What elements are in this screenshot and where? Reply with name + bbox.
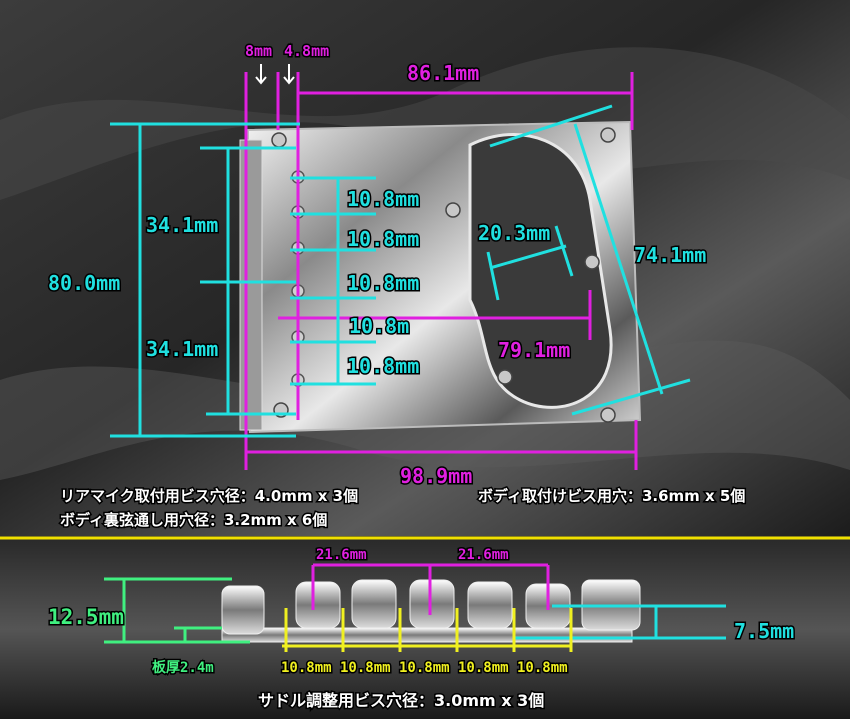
green-dimension-lines [104, 577, 250, 644]
yellow-tick-lines [282, 608, 573, 652]
total-98-9-label: 98.9mm [400, 464, 472, 488]
half-34-1-top-label: 34.1mm [146, 213, 218, 237]
cyan-dimension-lines [110, 104, 726, 640]
body-screw-caption: ボディ取付けビス用穴：3.6mm x 5個 [478, 487, 745, 505]
pitch-label-3: 10.8mm [347, 271, 419, 295]
offset-4-8-label: 4.8mm [284, 42, 329, 60]
pickup-slot [468, 132, 613, 409]
string-through-caption: ボディ裏弦通し用穴径：3.2mm x 6個 [60, 511, 327, 529]
saddle-pitch-4-label: 10.8mm [458, 660, 509, 676]
offset-8-label: 8mm [245, 42, 272, 60]
thickness-label: 板厚2.4m [152, 659, 214, 676]
diag-74-1-label: 74.1mm [634, 243, 706, 267]
half-34-1-bottom-label: 34.1mm [146, 337, 218, 361]
offset-arrows [255, 64, 295, 85]
saddle-screw-caption: サドル調整用ビス穴径：3.0mm x 3個 [258, 691, 544, 710]
height-12-5-label: 12.5mm [48, 605, 124, 629]
pickup-screw-caption: リアマイク取付用ビス穴径：4.0mm x 3個 [60, 487, 358, 505]
saddle-pitch-2-label: 10.8mm [340, 660, 391, 676]
pitch-label-1: 10.8mm [347, 187, 419, 211]
magenta-dimension-lines [244, 72, 638, 615]
height-7-5-label: 7.5mm [734, 619, 794, 643]
span-21-6-right-label: 21.6mm [458, 547, 509, 563]
slot-20-3-label: 20.3mm [478, 221, 550, 245]
saddle-pitch-1-label: 10.8mm [281, 660, 332, 676]
saddle-pitch-3-label: 10.8mm [399, 660, 450, 676]
span-21-6-left-label: 21.6mm [316, 547, 367, 563]
pitch-label-5: 10.8mm [347, 354, 419, 378]
saddle-pitch-5-label: 10.8mm [517, 660, 568, 676]
pitch-label-2: 10.8mm [347, 227, 419, 251]
pitch-label-4: 10.8m [349, 314, 409, 338]
width-80-0-label: 80.0mm [48, 271, 120, 295]
mid-79-1-label: 79.1mm [498, 338, 570, 362]
length-86-1-label: 86.1mm [407, 61, 479, 85]
